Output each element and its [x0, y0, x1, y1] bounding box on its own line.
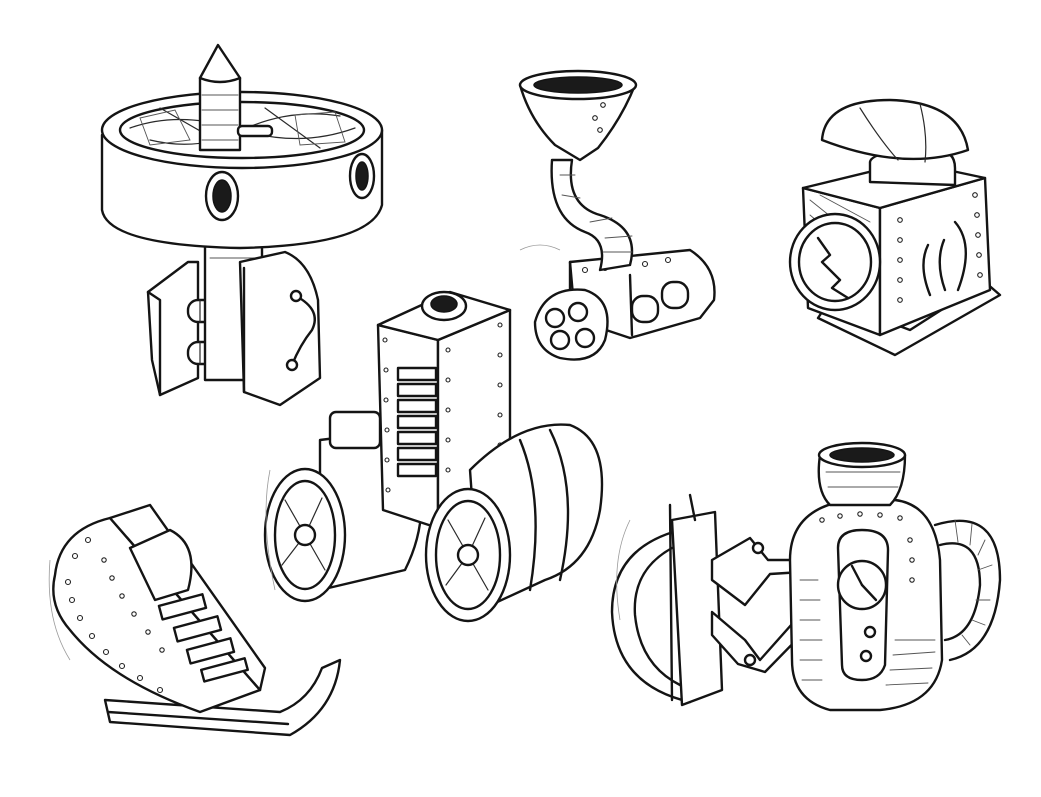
dome-dial-box-machine-icon: [788, 98, 1002, 357]
slotted-arch-base-machine-icon: [52, 503, 342, 737]
funnel-tracked-machine-icon: [518, 69, 716, 361]
clock-jug-machine-icon: [610, 441, 1002, 712]
propeller-tower-machine-icon: [100, 43, 384, 407]
construction-marks: [48, 244, 631, 661]
twin-turbine-tower-machine-icon: [263, 290, 604, 623]
